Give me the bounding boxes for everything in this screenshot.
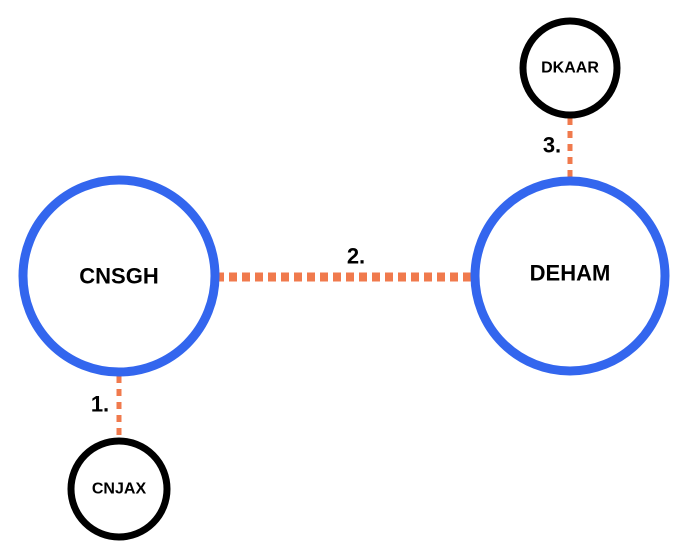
node-deham-ring (470, 176, 670, 376)
node-deham-label: DEHAM (530, 261, 611, 286)
node-cnjax: CNJAX (67, 437, 171, 541)
edge-label-3: 3. (543, 133, 561, 158)
node-cnjax-ring (67, 437, 171, 541)
node-cnsgh-label: CNSGH (79, 264, 158, 289)
node-cnsgh-ring (18, 175, 220, 377)
node-deham: DEHAM (470, 176, 670, 376)
node-cnjax-label: CNJAX (92, 481, 147, 498)
edge-label-1: 1. (91, 392, 109, 417)
node-dkaar-ring (519, 17, 621, 119)
node-dkaar-label: DKAAR (541, 60, 599, 77)
edge-label-2: 2. (347, 244, 365, 269)
node-dkaar: DKAAR (519, 17, 621, 119)
node-cnsgh: CNSGH (18, 175, 220, 377)
